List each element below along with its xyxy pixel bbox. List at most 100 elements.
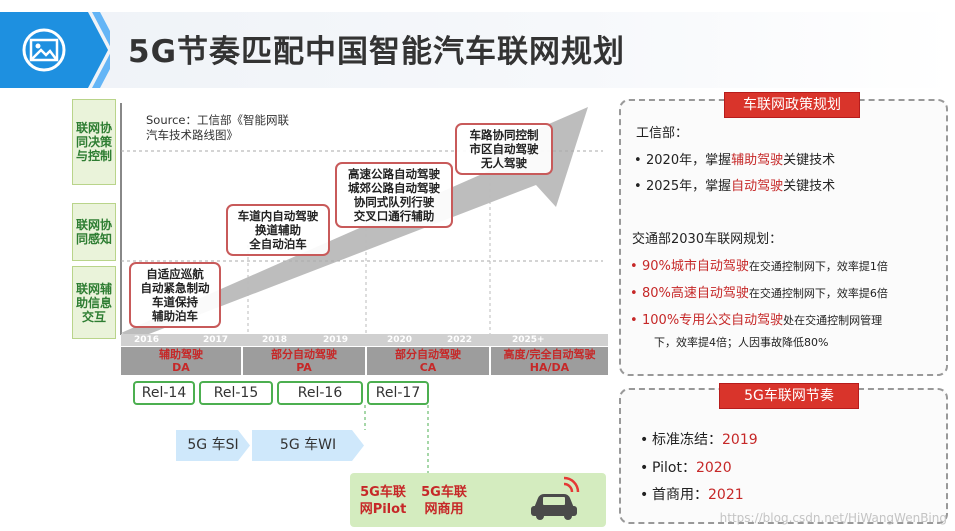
box-line: 全自动泊车 [249,237,307,251]
label-collaborative-perception: 联网协同感知 [72,203,116,261]
bullet-icon: • [630,313,638,328]
item-text: 处在交通控制网管理 [783,314,883,327]
source-note: Source：工信部《智能网联汽车技术路线图》 [146,113,289,142]
release-rel-15: Rel-15 [199,381,273,405]
image-icon [22,28,66,72]
box-line: 无人驾驶 [481,156,527,170]
item-value: 2019 [722,432,758,448]
release-rel-14: Rel-14 [133,381,195,405]
arrow-label: 5G 车WI [279,437,337,453]
item-text: 在交通控制网下，效率提1倍 [748,260,888,273]
bullet-icon: • [640,487,649,503]
arrow-5g-si: 5G 车SI [176,430,250,461]
box-line: 交叉口通行辅助 [353,209,435,223]
milestone-line: 5G车联 [360,485,406,500]
phase-ca: 部分自动驾驶 CA [367,347,489,375]
mot-item: • 80%高速自动驾驶在交通控制网下，效率提6倍 [630,282,888,301]
phase-code: HA/DA [529,361,570,374]
phase-label: 高度/完全自动驾驶 [503,348,596,361]
phase-code: DA [172,361,190,374]
year-label: 2022 [447,335,473,345]
box-line: 城郊公路自动驾驶 [348,181,440,195]
roadmap-box-ca: 高速公路自动驾驶 城郊公路自动驾驶 协同式队列行驶 交叉口通行辅助 [335,162,453,228]
box-line: 换道辅助 [255,223,301,237]
milestone-commercial: 5G车联 网商用 [414,484,474,518]
bullet-icon: • [630,259,638,274]
box-line: 车道保持 [152,295,198,309]
roadmap-box-pa: 车道内自动驾驶 换道辅助 全自动泊车 [226,204,330,256]
milestone-pilot: 5G车联 网Pilot [353,484,413,518]
phase-label: 部分自动驾驶 [271,348,337,361]
miit-item: •2025年，掌握自动驾驶关键技术 [634,175,835,194]
watermark: https://blog.csdn.net/HiWangWenBing [719,511,947,525]
header-bar [0,12,955,88]
bullet-icon: • [630,286,638,301]
box-line: 自适应巡航 [146,267,204,281]
item-value: 2021 [708,487,744,503]
release-rel-17: Rel-17 [367,381,429,405]
phase-code: CA [419,361,437,374]
item-highlight: 80%高速自动驾驶 [642,286,749,301]
bullet-icon: • [634,153,642,168]
header-logo [0,12,110,88]
rhythm-item: •标准冻结：2019 [640,429,758,449]
rhythm-item: •首商用：2021 [640,484,744,504]
rhythm-item: •Pilot：2020 [640,457,732,477]
release-rel-16: Rel-16 [277,381,363,405]
item-text: 2020年，掌握 [646,153,732,168]
milestone-line: 5G车联 [421,485,467,500]
release-connectors [364,405,429,480]
year-label: 2025+ [512,335,545,345]
bullet-icon: • [640,460,649,476]
label-collaborative-control: 联网协同决策与控制 [72,99,116,185]
item-text: 关键技术 [783,179,836,194]
mot-item: • 100%专用公交自动驾驶处在交通控制网管理 [630,309,882,328]
phase-code: PA [296,361,312,374]
box-line: 辅助泊车 [152,309,198,323]
miit-heading: 工信部： [636,126,689,141]
item-text: 关键技术 [783,153,836,168]
page-title: 5G节奏匹配中国智能汽车联网规划 [128,34,626,70]
milestone-line: 网Pilot [359,502,407,517]
phase-ha: 高度/完全自动驾驶 HA/DA [491,347,608,375]
phase-da: 辅助驾驶 DA [121,347,241,375]
milestone-line: 网商用 [424,502,464,517]
item-label: 首商用： [652,487,708,503]
mot-item: • 90%城市自动驾驶在交通控制网下，效率提1倍 [630,255,888,274]
box-line: 市区自动驾驶 [469,142,539,156]
arrow-label: 5G 车SI [187,437,239,453]
phase-pa: 部分自动驾驶 PA [243,347,365,375]
bullet-icon: • [640,432,649,448]
item-label: 标准冻结： [652,432,722,448]
phase-label: 辅助驾驶 [159,348,203,361]
year-label: 2019 [323,335,349,345]
mot-item-continuation: 下，效率提4倍；人因事故降低80% [654,336,829,349]
policy-title: 车联网政策规划 [724,92,860,118]
item-highlight: 90%城市自动驾驶 [642,259,749,274]
item-highlight: 辅助驾驶 [731,153,784,168]
box-line: 车道内自动驾驶 [237,209,319,223]
item-highlight: 100%专用公交自动驾驶 [642,313,784,328]
policy-panel [619,99,948,376]
rhythm-title: 5G车联网节奏 [719,383,859,409]
box-line: 协同式队列行驶 [353,195,435,209]
item-label: Pilot： [652,460,696,476]
item-value: 2020 [695,460,732,476]
roadmap-box-ha: 车路协同控制 市区自动驾驶 无人驾驶 [455,123,553,175]
item-highlight: 自动驾驶 [731,179,784,194]
box-line: 高速公路自动驾驶 [348,167,440,181]
mot-heading: 交通部2030车联网规划： [632,232,783,247]
phase-label: 部分自动驾驶 [395,348,461,361]
bullet-icon: • [634,179,642,194]
item-text: 在交通控制网下，效率提6倍 [748,287,888,300]
year-label: 2016 [134,335,160,345]
year-label: 2020 [387,335,413,345]
box-line: 自动紧急制动 [140,281,210,295]
year-bar [121,334,608,346]
miit-item: • 2020年，掌握辅助驾驶关键技术 [634,149,835,168]
arrow-5g-wi: 5G 车WI [252,430,364,461]
box-line: 车路协同控制 [469,128,539,142]
connected-car-icon [531,476,580,520]
rhythm-panel [619,388,948,524]
year-label: 2017 [203,335,229,345]
